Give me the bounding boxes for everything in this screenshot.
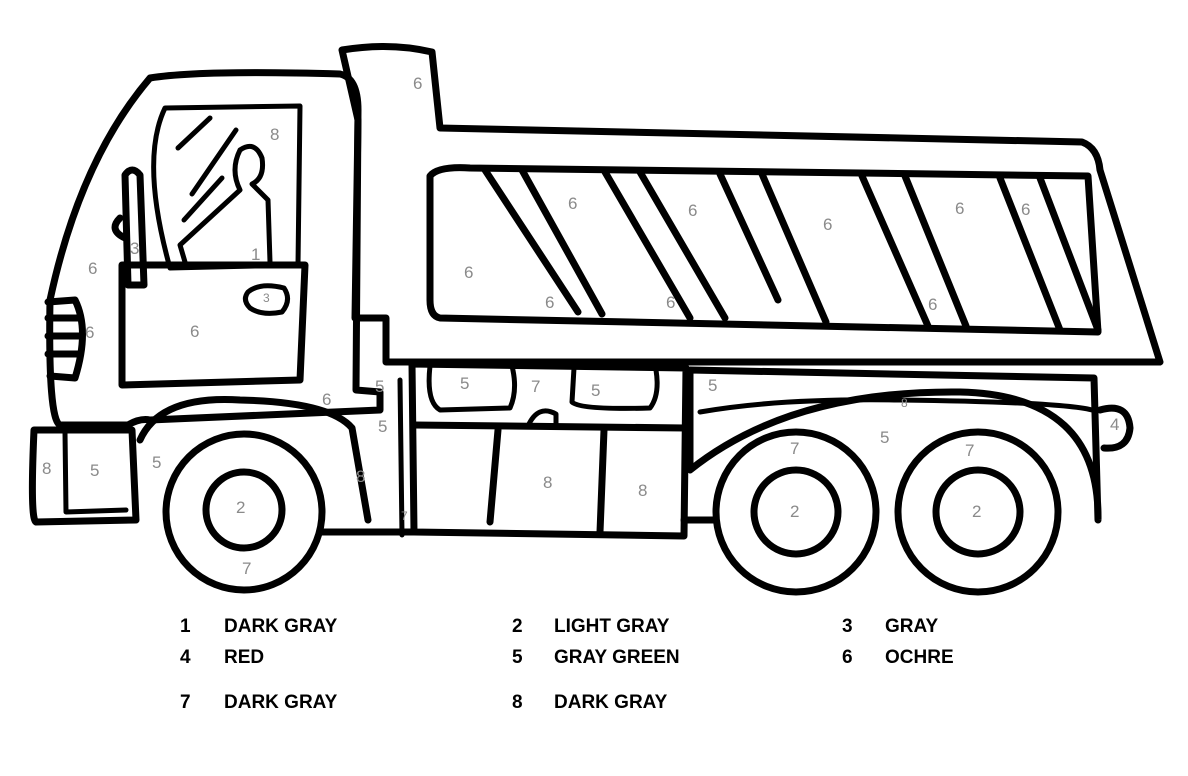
region-number: 6 — [823, 215, 832, 234]
dump-bed-outline — [338, 42, 1164, 366]
region-number: 2 — [790, 502, 799, 521]
bed-stripe — [481, 166, 582, 316]
region-number: 8 — [543, 473, 552, 492]
region-number: 5 — [708, 376, 717, 395]
region-number: 4 — [1110, 415, 1119, 434]
region-number: 6 — [666, 293, 675, 312]
region-number: 5 — [152, 453, 161, 472]
legend-number: 7 — [180, 692, 191, 713]
region-number: 1 — [251, 245, 260, 264]
region-number: 5 — [378, 417, 387, 436]
region-number: 8 — [356, 467, 365, 486]
region-number: 6 — [88, 259, 97, 278]
rear-wheel-2 — [894, 428, 1062, 596]
legend-number: 2 — [512, 616, 523, 637]
region-number: 7 — [242, 559, 251, 578]
dump-bed-panel — [426, 164, 1102, 336]
bed-stripe — [901, 172, 970, 330]
region-number: 7 — [531, 377, 540, 396]
region-number: 6 — [464, 263, 473, 282]
region-number: 6 — [85, 323, 94, 342]
region-number: 5 — [591, 381, 600, 400]
region-number: 6 — [955, 199, 964, 218]
region-number: 6 — [190, 322, 199, 341]
region-number: 8 — [901, 396, 908, 410]
front-fender — [136, 396, 372, 524]
legend-number: 3 — [842, 616, 853, 637]
bed-stripe — [601, 168, 694, 322]
region-number: 7 — [965, 441, 974, 460]
bed-stripe — [636, 168, 729, 322]
door-handle — [242, 283, 290, 316]
legend-color: LIGHT GRAY — [554, 616, 670, 637]
tail-light — [1096, 404, 1134, 452]
rear-hub-2 — [932, 466, 1024, 558]
region-number: 5 — [880, 428, 889, 447]
region-number: 7 — [401, 509, 408, 523]
legend-color: OCHRE — [885, 647, 954, 668]
bed-stripe — [758, 170, 830, 326]
region-number: 3 — [263, 291, 270, 305]
region-number: 8 — [270, 125, 279, 144]
legend-color: DARK GRAY — [554, 692, 668, 713]
region-number: 2 — [972, 502, 981, 521]
legend-color: DARK GRAY — [224, 692, 338, 713]
rear-wheel-1 — [712, 428, 880, 596]
front-bumper — [28, 426, 140, 526]
region-number: 6 — [322, 390, 331, 409]
region-number: 6 — [928, 295, 937, 314]
region-number: 3 — [130, 239, 139, 258]
rear-hub-1 — [750, 466, 842, 558]
region-number: 6 — [688, 201, 697, 220]
region-number: 8 — [638, 481, 647, 500]
bed-stripe — [518, 166, 606, 318]
front-wheel — [162, 430, 326, 594]
region-number: 8 — [42, 459, 51, 478]
cab-grille — [44, 296, 86, 382]
region-number: 6 — [545, 293, 554, 312]
bed-stripe — [996, 174, 1064, 334]
legend-row: 4 RED 5 GRAY GREEN 6 OCHRE — [0, 647, 1188, 677]
region-number: 5 — [460, 374, 469, 393]
legend-number: 6 — [842, 647, 853, 668]
legend-number: 5 — [512, 647, 523, 668]
color-legend: 1 DARK GRAY 2 LIGHT GRAY 3 GRAY 4 RED 5 … — [0, 612, 1188, 732]
legend-color: RED — [224, 647, 265, 668]
bed-stripe — [1036, 174, 1102, 334]
legend-number: 8 — [512, 692, 523, 713]
legend-row: 7 DARK GRAY 8 DARK GRAY — [0, 692, 1188, 722]
region-number: 7 — [790, 439, 799, 458]
legend-number: 1 — [180, 616, 191, 637]
region-number: 6 — [568, 194, 577, 213]
region-number: 5 — [375, 377, 384, 396]
region-number: 2 — [236, 498, 245, 517]
legend-color: GRAY GREEN — [554, 647, 680, 668]
legend-color: DARK GRAY — [224, 616, 338, 637]
cab-door — [118, 261, 309, 389]
driver — [177, 143, 273, 265]
legend-number: 4 — [180, 647, 191, 668]
region-number: 5 — [90, 461, 99, 480]
front-hub — [202, 468, 286, 552]
bed-stripe — [858, 172, 932, 330]
legend-row: 1 DARK GRAY 2 LIGHT GRAY 3 GRAY — [0, 616, 1188, 646]
rear-fender — [686, 366, 1102, 524]
region-number: 6 — [413, 74, 422, 93]
bed-stripe — [716, 170, 782, 304]
mirror-arm — [111, 214, 129, 242]
region-number: 6 — [1021, 200, 1030, 219]
cab-outline — [46, 69, 384, 429]
chassis-box — [408, 360, 690, 540]
dump-truck-drawing: 6 8 3 1 3 6 6 6 6 6 6 6 6 6 6 6 6 6 5 5 … — [28, 42, 1164, 596]
legend-color: GRAY — [885, 616, 939, 637]
